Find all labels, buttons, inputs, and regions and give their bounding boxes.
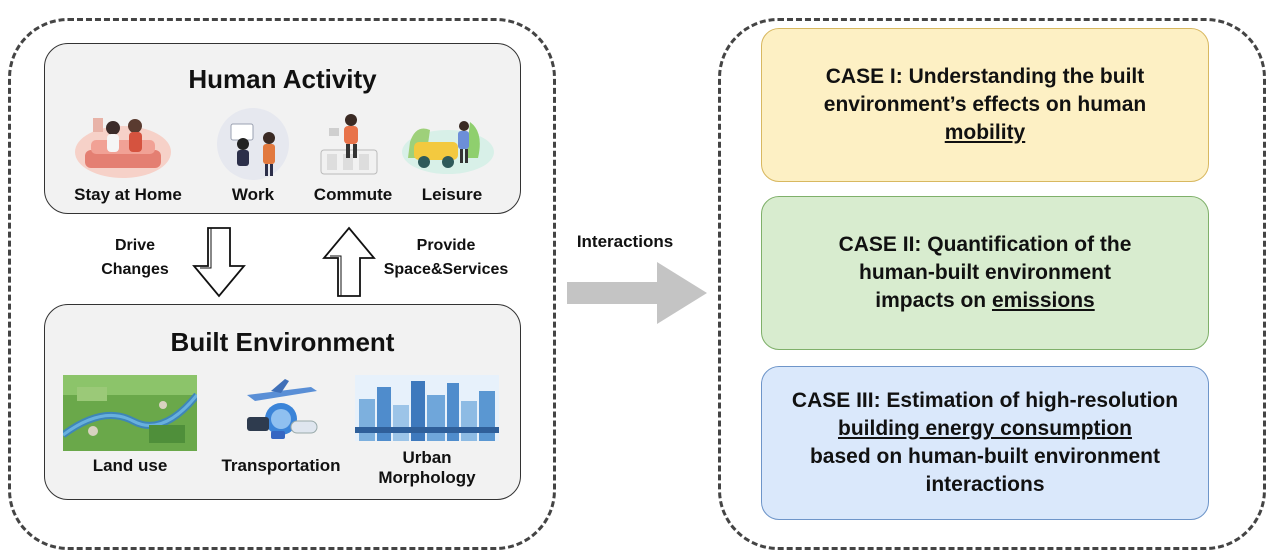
urban-label-line2: Morphology: [378, 468, 476, 487]
commute-icon: [313, 106, 385, 180]
land-use-label: Land use: [92, 456, 168, 475]
human-activity-panel: Human Activity Stay at Home Work: [44, 43, 521, 214]
down-arrow-icon: [192, 227, 246, 298]
case-3-underlined: building energy consumption: [838, 417, 1132, 440]
right-group-border: [718, 18, 1266, 550]
left-group-border: [8, 18, 556, 550]
case-2-underlined: emissions: [991, 289, 1095, 312]
case-3-line1: CASE III: Estimation of high-resolution: [791, 389, 1179, 412]
work-label: Work: [231, 185, 275, 204]
urban-label-line1: Urban: [402, 448, 452, 467]
city-skyline-icon: [355, 375, 499, 441]
leisure-label: Leisure: [421, 185, 483, 204]
urban-morphology-label: Urban Morphology: [355, 448, 499, 488]
human-activity-title: Human Activity: [188, 64, 377, 94]
family-at-home-icon: [73, 110, 173, 180]
stay-at-home-label: Stay at Home: [74, 185, 182, 204]
case-2-box: CASE II: Quantification of the human-bui…: [761, 196, 1209, 350]
drive-label-line1: Drive: [114, 237, 156, 254]
case-2-line3-prefix: impacts on: [875, 289, 992, 312]
provide-label-line1: Provide: [416, 237, 476, 254]
provide-services-label: Provide Space&Services: [374, 234, 518, 282]
landscape-icon: [63, 375, 197, 451]
office-work-icon: [213, 104, 293, 182]
drive-changes-label: Drive Changes: [92, 234, 178, 282]
case-1-line2: environment’s effects on human: [823, 93, 1147, 116]
case-1-box: CASE I: Understanding the built environm…: [761, 28, 1209, 182]
case-1-line1: CASE I: Understanding the built: [825, 65, 1145, 88]
case-3-line3: based on human-built environment: [809, 445, 1161, 468]
case-2-line3: impacts on emissions: [875, 287, 1094, 315]
built-environment-panel: Built Environment Land use Transportatio…: [44, 304, 521, 500]
case-3-line4: interactions: [925, 473, 1045, 496]
case-1-underlined: mobility: [944, 121, 1026, 144]
leisure-icon: [400, 112, 496, 178]
transportation-label: Transportation: [221, 456, 341, 475]
transport-icon: [241, 377, 321, 443]
interactions-arrow-icon: [567, 262, 707, 324]
case-2-line1: CASE II: Quantification of the: [838, 233, 1132, 256]
drive-label-line2: Changes: [101, 261, 169, 278]
case-3-box: CASE III: Estimation of high-resolution …: [761, 366, 1209, 520]
interactions-label: Interactions: [576, 232, 674, 251]
up-arrow-icon: [322, 226, 376, 297]
provide-label-line2: Space&Services: [383, 261, 509, 278]
commute-label: Commute: [313, 185, 393, 204]
built-environment-title: Built Environment: [170, 327, 395, 357]
case-2-line2: human-built environment: [859, 261, 1111, 284]
